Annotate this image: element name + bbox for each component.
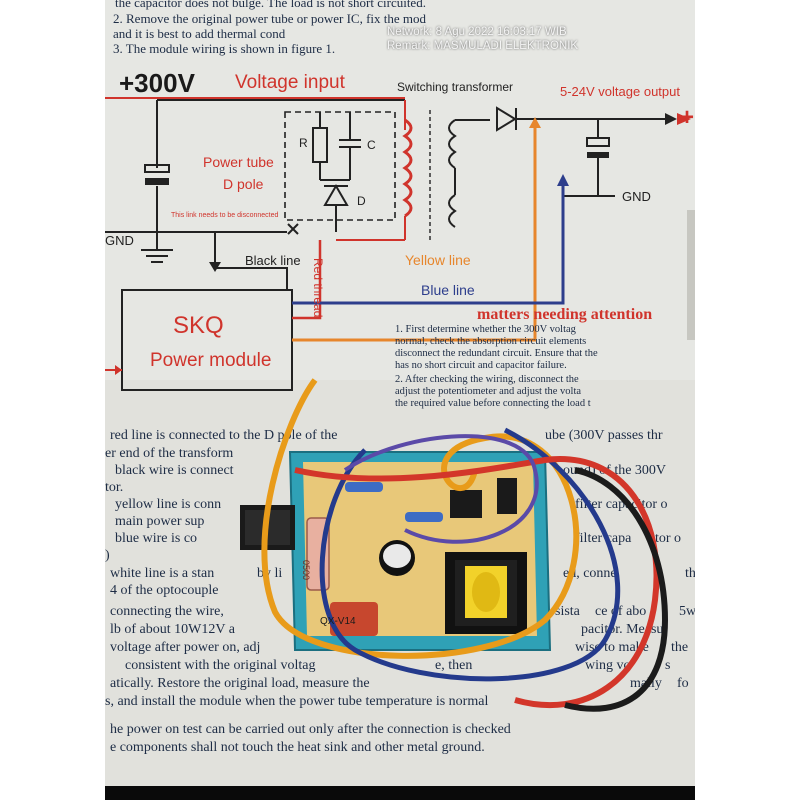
voltage-input-label: Voltage input [235, 72, 345, 93]
photo: the capacitor does not bulge. The load i… [105, 0, 695, 786]
remark-stamp: Remark: MASMULADI ELEKTRONIK [387, 40, 579, 52]
body-line: atically. Restore the original load, mea… [110, 676, 370, 691]
body-line: wing vo [585, 658, 631, 673]
body-line: s, and install the module when the power… [105, 694, 489, 709]
body-line: blue wire is co [115, 531, 198, 546]
power-module-board [240, 378, 669, 712]
body-line: yellow line is conn [115, 497, 222, 512]
disconnect-note: This link needs to be disconnected [171, 212, 279, 219]
body-line: main power sup [115, 514, 205, 529]
d-label: D [357, 194, 366, 208]
c-label: C [367, 138, 376, 152]
body-line: 5w [679, 604, 695, 619]
body-line: s [665, 658, 671, 673]
body-line: ) [105, 548, 110, 563]
body-line: e components shall not touch the heat si… [110, 740, 485, 755]
body-line: black wire is connect [115, 463, 234, 478]
body-line: ed, conne [563, 566, 617, 581]
resistor-code: 0500 [301, 560, 311, 581]
plus-label: + [680, 104, 695, 131]
body-line: the [671, 640, 689, 655]
board-label: QX-V14 [320, 616, 356, 627]
attention-line: has no short circuit and capacitor failu… [395, 360, 567, 371]
d-pole-label: D pole [223, 176, 264, 192]
body-line: ce of abo [595, 604, 647, 619]
bottom-black-strip [105, 786, 695, 800]
attention-line: adjust the potentiometer and adjust the … [395, 386, 582, 397]
skq-label: SKQ [173, 312, 224, 339]
body-line: lb of about 10W12V a [110, 622, 235, 637]
body-line: white line is a stan [110, 566, 215, 581]
instruction-line: the capacitor does not bulge. The load i… [115, 0, 426, 10]
attention-line: 1. First determine whether the 300V volt… [395, 324, 576, 335]
attention-title: matters needing attention [477, 306, 653, 323]
body-line: 4 of the optocouple [110, 583, 219, 598]
yellow-line-label: Yellow line [405, 252, 471, 268]
power-module-label: Power module [150, 350, 272, 371]
voltage-label: +300V [119, 68, 195, 98]
body-line: connecting the wire, [110, 604, 224, 619]
instruction-line: 3. The module wiring is shown in figure … [113, 41, 336, 56]
body-line: filter capa [575, 531, 632, 546]
red-thread-label: Red thread [311, 258, 325, 318]
gnd-left-label: GND [105, 233, 134, 248]
body-line: voltage after power on, adj [110, 640, 261, 655]
instruction-line: 2. Remove the original power tube or pow… [113, 11, 427, 26]
body-line: he power on test can be carried out only… [110, 722, 511, 737]
network-timestamp: Network: 8 Agu 2022 16:03:17 WIB [387, 26, 567, 38]
r-label: R [299, 136, 308, 150]
attention-line: the required value before connecting the… [395, 398, 591, 409]
body-line: er end of the transform [105, 446, 234, 461]
body-line: tor. [105, 480, 124, 495]
body-line: ube (300V passes thr [545, 428, 663, 443]
attention-line: 2. After checking the wiring, disconnect… [395, 374, 579, 385]
body-line: red line is connected to the D pole of t… [110, 428, 338, 443]
switching-transformer-label: Switching transformer [397, 80, 514, 94]
gnd-right-label: GND [622, 189, 651, 204]
attention-line: normal, check the absorption circuit ele… [395, 336, 587, 347]
attention-line: disconnect the redundant circuit. Ensure… [395, 348, 598, 359]
output-label: 5-24V voltage output [560, 84, 680, 99]
blue-line-label: Blue line [421, 282, 475, 298]
body-line: pacitor. Measu [581, 622, 664, 637]
body-line: sista [555, 604, 580, 619]
body-line: fo [677, 676, 689, 691]
body-line: tor o [655, 531, 682, 546]
body-line: e, then [435, 658, 473, 673]
body-line: consistent with the original voltag [125, 658, 316, 673]
instruction-line: and it is best to add thermal cond [113, 26, 286, 41]
black-line-label: Black line [245, 253, 301, 268]
body-line: th [685, 566, 695, 581]
power-tube-label: Power tube [203, 154, 274, 170]
